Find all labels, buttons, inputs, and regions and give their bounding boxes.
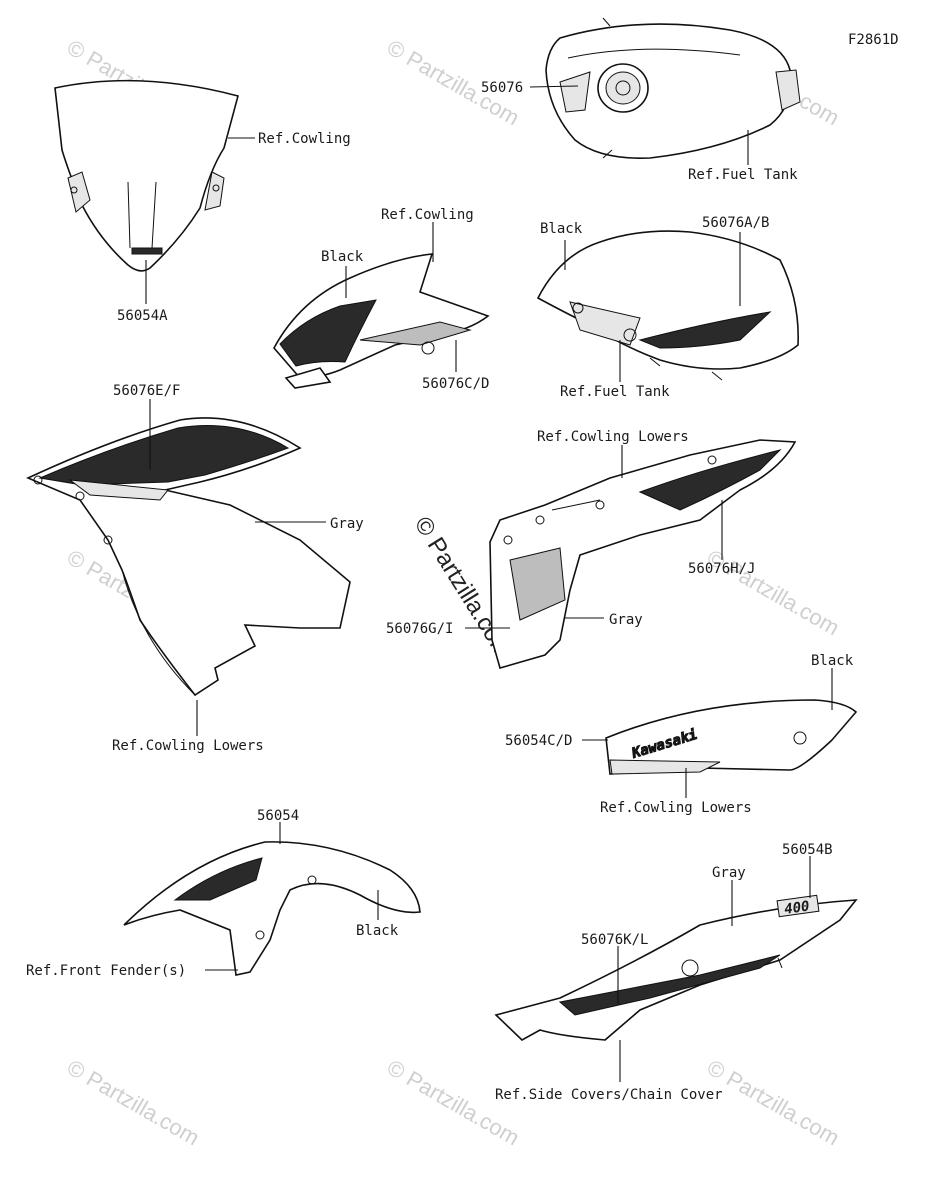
front-fender-drawing: [123, 841, 421, 976]
side-cowling-upper-drawing: [273, 253, 490, 389]
label-part-56054a: 56054A: [117, 308, 168, 324]
decal-model-number: 400: [783, 898, 810, 917]
label-part-56076: 56076: [481, 80, 523, 96]
callout-labels: Ref.Cowling 56054A 56076 Ref.Fuel Tank R…: [26, 80, 854, 1103]
label-gray-fairing: Gray: [330, 516, 364, 532]
label-part-56076cd: 56076C/D: [422, 376, 489, 392]
watermark-text: Partzilla.com: [402, 1066, 524, 1151]
label-gray-side-cover: Gray: [712, 865, 746, 881]
svg-text:© Partzilla.com: © Partzilla.com: [703, 545, 844, 641]
lower-cowling-side-drawing: [489, 439, 797, 669]
windscreen-drawing: [54, 79, 239, 272]
label-part-56054b: 56054B: [782, 842, 833, 858]
label-part-56076kl: 56076K/L: [581, 932, 648, 948]
label-part-56054: 56054: [257, 808, 299, 824]
label-black-under-cowl: Black: [811, 653, 854, 669]
side-cover-drawing: 400: [494, 894, 858, 1041]
label-part-56076hj: 56076H/J: [688, 561, 755, 577]
svg-text:© Partzilla.com: © Partzilla.com: [703, 1055, 844, 1151]
label-ref-cowling-lowers-under: Ref.Cowling Lowers: [600, 800, 752, 816]
leader-lines: [145, 85, 833, 1082]
diagram-code: F2861D: [848, 32, 899, 48]
fuel-tank-top-drawing: [545, 17, 801, 159]
label-ref-fuel-tank-top: Ref.Fuel Tank: [688, 167, 798, 183]
fuel-tank-side-drawing: [536, 230, 799, 381]
watermark-text: Partzilla.com: [722, 1066, 844, 1151]
label-ref-cowling-upper: Ref.Cowling: [381, 207, 474, 223]
label-black-tank: Black: [540, 221, 583, 237]
label-gray-lower-cowl: Gray: [609, 612, 643, 628]
label-ref-cowling-lowers-right: Ref.Cowling Lowers: [537, 429, 689, 445]
label-ref-cowling-lowers-left: Ref.Cowling Lowers: [112, 738, 264, 754]
label-ref-side-covers: Ref.Side Covers/Chain Cover: [495, 1087, 723, 1103]
label-part-56054cd: 56054C/D: [505, 733, 572, 749]
svg-text:© Partzilla.com: © Partzilla.com: [63, 1055, 204, 1151]
label-black-fender: Black: [356, 923, 399, 939]
watermark-text: Partzilla.com: [82, 1066, 204, 1151]
label-part-56076ab: 56076A/B: [702, 215, 769, 231]
fairing-side-drawing: [26, 417, 351, 697]
label-ref-front-fender: Ref.Front Fender(s): [26, 963, 186, 979]
under-cowl-drawing: Kawasaki: [605, 699, 858, 775]
label-part-56076ef: 56076E/F: [113, 383, 180, 399]
label-black-upper-cowl: Black: [321, 249, 364, 265]
label-ref-fuel-tank-side: Ref.Fuel Tank: [560, 384, 670, 400]
label-part-56076gi: 56076G/I: [386, 621, 453, 637]
label-ref-cowling-windscreen: Ref.Cowling: [258, 131, 351, 147]
